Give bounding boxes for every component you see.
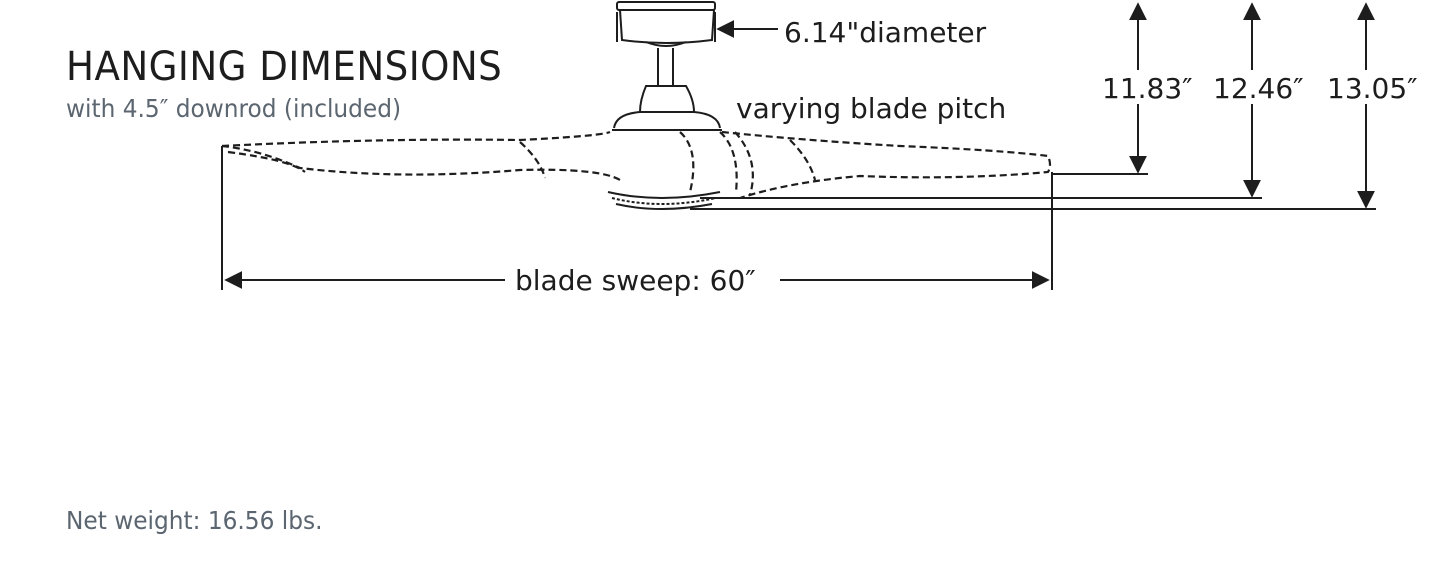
- downrod: [645, 41, 687, 86]
- height-label-3: 13.05″: [1327, 72, 1418, 105]
- fan-blade: [221, 130, 1052, 200]
- diameter-label: 6.14"diameter: [784, 16, 987, 49]
- light-kit: [607, 191, 721, 210]
- page-subtitle: with 4.5″ downrod (included): [66, 94, 402, 123]
- page-title: HANGING DIMENSIONS: [66, 44, 503, 90]
- height-label-2: 12.46″: [1213, 72, 1304, 105]
- blade-pitch-label: varying blade pitch: [736, 92, 1006, 125]
- net-weight-label: Net weight: 16.56 lbs.: [66, 506, 323, 535]
- motor-housing: [612, 85, 722, 131]
- ceiling-canopy: [616, 1, 716, 44]
- blade-sweep-label: blade sweep: 60″: [515, 264, 756, 297]
- height-label-1: 11.83″: [1102, 72, 1193, 105]
